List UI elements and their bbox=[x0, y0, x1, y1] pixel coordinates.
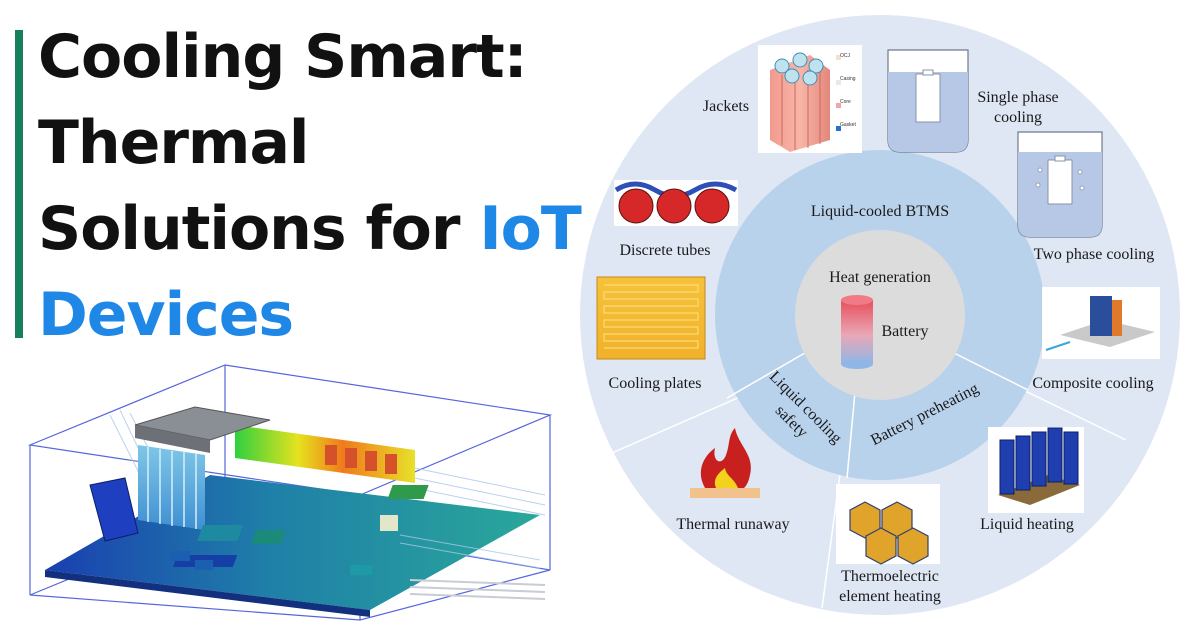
heat-sink bbox=[138, 445, 205, 530]
two-phase-label: Two phase cooling bbox=[1033, 246, 1155, 263]
middle-ring-top-label: Liquid-cooled BTMS bbox=[810, 203, 950, 220]
headline-highlight-devices: Devices bbox=[38, 280, 294, 350]
liquid-heating-image bbox=[988, 427, 1084, 513]
headline-line-1: Cooling Smart: bbox=[38, 22, 528, 92]
headline: Cooling Smart: Thermal Solutions for IoT… bbox=[38, 14, 582, 358]
board-components bbox=[89, 477, 429, 575]
cooling-plate-image bbox=[596, 276, 706, 360]
headline-line-3: Solutions for IoT bbox=[38, 186, 582, 272]
legend-item: Core bbox=[840, 99, 851, 105]
headline-line-3-text: Solutions for bbox=[38, 194, 480, 264]
headline-line-2: Thermal bbox=[38, 108, 310, 178]
btms-circle-diagram: Heat generation Battery Liquid-cooled BT… bbox=[560, 0, 1200, 630]
single-phase-tank bbox=[887, 49, 969, 153]
jacket-legend: OCJ Casing Core Gasket bbox=[840, 53, 860, 145]
connector-pins bbox=[409, 579, 546, 600]
diagram-graphics bbox=[580, 15, 1180, 615]
composite-cooling-label: Composite cooling bbox=[1032, 375, 1154, 392]
liquid-heating-label: Liquid heating bbox=[980, 516, 1074, 533]
two-phase-tank bbox=[1017, 131, 1103, 238]
core-battery-label: Battery bbox=[881, 323, 929, 340]
thermal-simulation-illustration bbox=[27, 364, 553, 621]
core-circle bbox=[795, 230, 965, 400]
single-phase-label: Single phase cooling bbox=[977, 89, 1059, 126]
headline-highlight-iot: IoT bbox=[479, 194, 581, 264]
thermoelectric-label: Thermoelectric element heating bbox=[839, 568, 941, 605]
discrete-tubes-label: Discrete tubes bbox=[619, 242, 711, 259]
legend-item: OCJ bbox=[840, 53, 850, 59]
thermal-runaway-flame bbox=[690, 428, 760, 498]
jackets-label: Jackets bbox=[702, 98, 750, 115]
headline-accent-bar bbox=[15, 30, 23, 338]
discrete-tubes-image bbox=[614, 180, 738, 226]
battery-icon bbox=[841, 295, 873, 369]
thermoelectric-image bbox=[836, 484, 940, 565]
legend-item: Casing bbox=[840, 76, 856, 82]
thermal-runaway-label: Thermal runaway bbox=[676, 516, 790, 533]
core-title: Heat generation bbox=[829, 269, 931, 286]
composite-cooling-image bbox=[1042, 287, 1160, 359]
cooling-plates-label: Cooling plates bbox=[608, 375, 702, 392]
legend-item: Gasket bbox=[840, 122, 856, 128]
jackets-image bbox=[758, 45, 862, 153]
middle-ring-dividers bbox=[726, 349, 1029, 479]
